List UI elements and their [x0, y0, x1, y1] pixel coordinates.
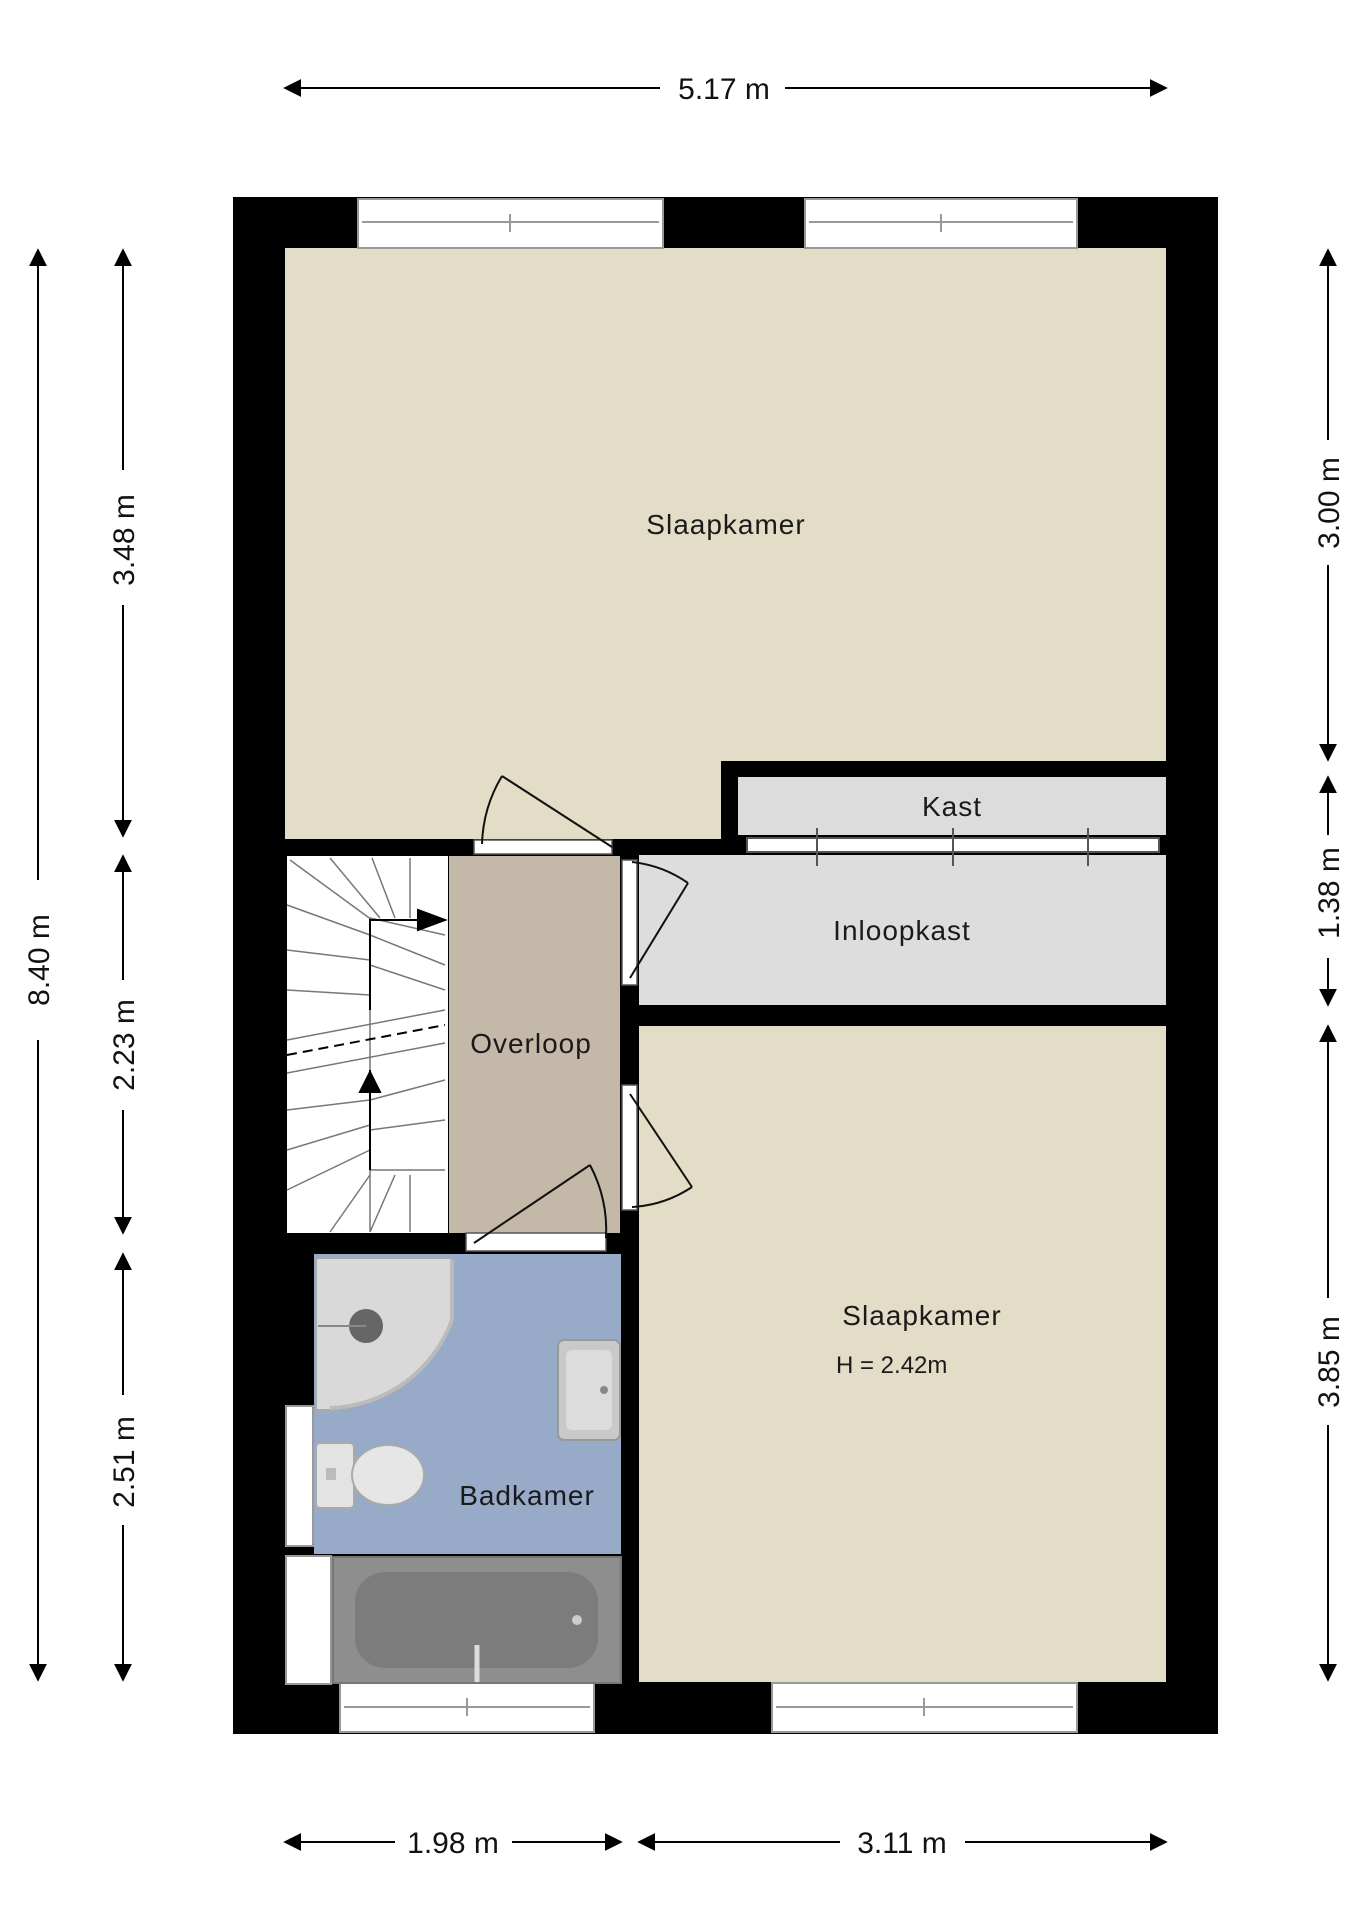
- door-swing-icon: [629, 1093, 693, 1208]
- kast-sliding-doors: [746, 828, 1160, 866]
- badkamer-label: Badkamer: [459, 1480, 595, 1511]
- dimension-top-label: 5.17 m: [678, 73, 770, 106]
- inloopkast-room: [639, 855, 1166, 1005]
- sink-icon: [557, 1339, 621, 1441]
- dimension-left-seg2-label: 2.23 m: [108, 999, 141, 1091]
- dimension-right-seg2-label: 1.38 m: [1313, 847, 1346, 939]
- inloopkast-label: Inloopkast: [833, 915, 971, 946]
- window-icon: [771, 1682, 1078, 1733]
- window-icon: [357, 198, 664, 249]
- bathtub-icon: [332, 1556, 622, 1684]
- kast-room: [738, 777, 1166, 835]
- dimension-left-seg1-label: 3.48 m: [108, 494, 141, 586]
- bedroom-top-room: [285, 248, 1166, 839]
- door-swing-icon: [473, 1164, 608, 1244]
- dimension-right-seg1-label: 3.00 m: [1313, 457, 1346, 549]
- dimension-left-total-label: 8.40 m: [23, 914, 56, 1006]
- window-icon: [285, 1405, 332, 1685]
- overloop-label: Overloop: [470, 1028, 592, 1059]
- dimension-left-seg3-label: 2.51 m: [108, 1416, 141, 1508]
- door-swing-icon: [629, 861, 689, 979]
- toilet-icon: [315, 1442, 425, 1509]
- bedroom-bottom-label: Slaapkamer: [842, 1300, 1001, 1331]
- stairs-icon: [286, 908, 448, 1170]
- dimension-bottom-right-label: 3.11 m: [857, 1827, 947, 1860]
- door-swing-icon: [481, 775, 613, 848]
- bedroom-bottom-room: [639, 1026, 1166, 1682]
- dimension-bottom-left-label: 1.98 m: [407, 1827, 499, 1860]
- kast-label: Kast: [922, 791, 982, 822]
- bedroom-bottom-height: H = 2.42m: [836, 1352, 947, 1379]
- window-icon: [804, 198, 1078, 249]
- dimension-right-seg3-label: 3.85 m: [1313, 1316, 1346, 1408]
- bedroom-top-label: Slaapkamer: [646, 509, 805, 540]
- window-icon: [339, 1682, 595, 1733]
- shower-icon: [315, 1257, 454, 1411]
